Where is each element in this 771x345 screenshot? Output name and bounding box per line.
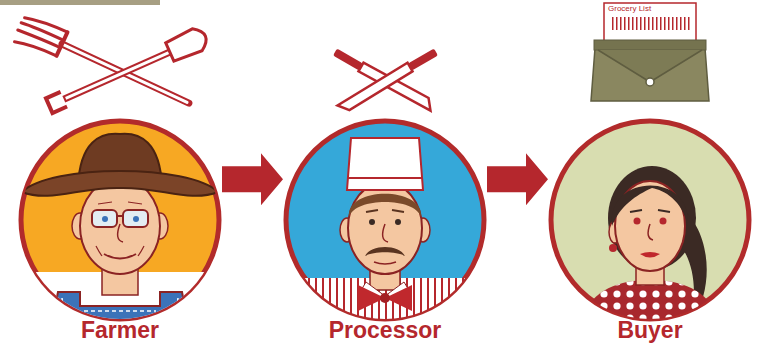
- flow-arrow: [222, 153, 283, 205]
- pitchfork-icon-part: [18, 28, 61, 49]
- circle-fill: [551, 121, 749, 319]
- pitchfork-icon-part: [57, 32, 68, 56]
- role-circle: Buyer: [548, 118, 752, 322]
- purse-icon-part: [604, 3, 696, 45]
- purse-icon-part: [610, 17, 690, 30]
- role-circle: Processor: [283, 118, 487, 322]
- pitchfork-icon-part: [21, 21, 64, 42]
- list-label: Grocery List: [608, 4, 651, 13]
- knife-icon: [337, 48, 440, 114]
- pitchfork-icon-part: [15, 37, 57, 60]
- circle-fill: [21, 121, 219, 319]
- purse-icon-part: [646, 78, 654, 86]
- purse-icon-part: [591, 48, 709, 101]
- shovel-icon-part: [165, 25, 210, 63]
- knife-icon: [333, 46, 436, 112]
- role-label: Processor: [263, 318, 507, 342]
- role-circle: Farmer: [18, 118, 222, 322]
- pitchfork-icon: [13, 13, 195, 120]
- pitchfork-icon-part: [25, 13, 68, 37]
- flow-arrow: [487, 153, 548, 205]
- header-bar: [0, 0, 160, 5]
- pitchfork-icon-part: [62, 44, 189, 103]
- role-label: Farmer: [0, 318, 242, 342]
- shovel-icon-part: [46, 92, 67, 113]
- purse-icon-part: [598, 50, 702, 82]
- knife-icon-part: [333, 49, 363, 71]
- knife-icon-part: [408, 49, 438, 71]
- purse-icon-part: [594, 40, 706, 50]
- knife-icon-part: [358, 61, 435, 112]
- circle-outline: [18, 118, 222, 322]
- knife-icon-part: [337, 63, 414, 114]
- role-label: Buyer: [528, 318, 771, 342]
- pitchfork-icon-part: [64, 45, 187, 102]
- purse-icon: [591, 3, 709, 101]
- shovel-icon-part: [64, 51, 172, 99]
- circle-outline: [548, 118, 752, 322]
- circle-fill: [286, 121, 484, 319]
- circle-outline: [283, 118, 487, 322]
- shovel-icon-part: [66, 52, 170, 98]
- shovel-icon: [44, 25, 210, 116]
